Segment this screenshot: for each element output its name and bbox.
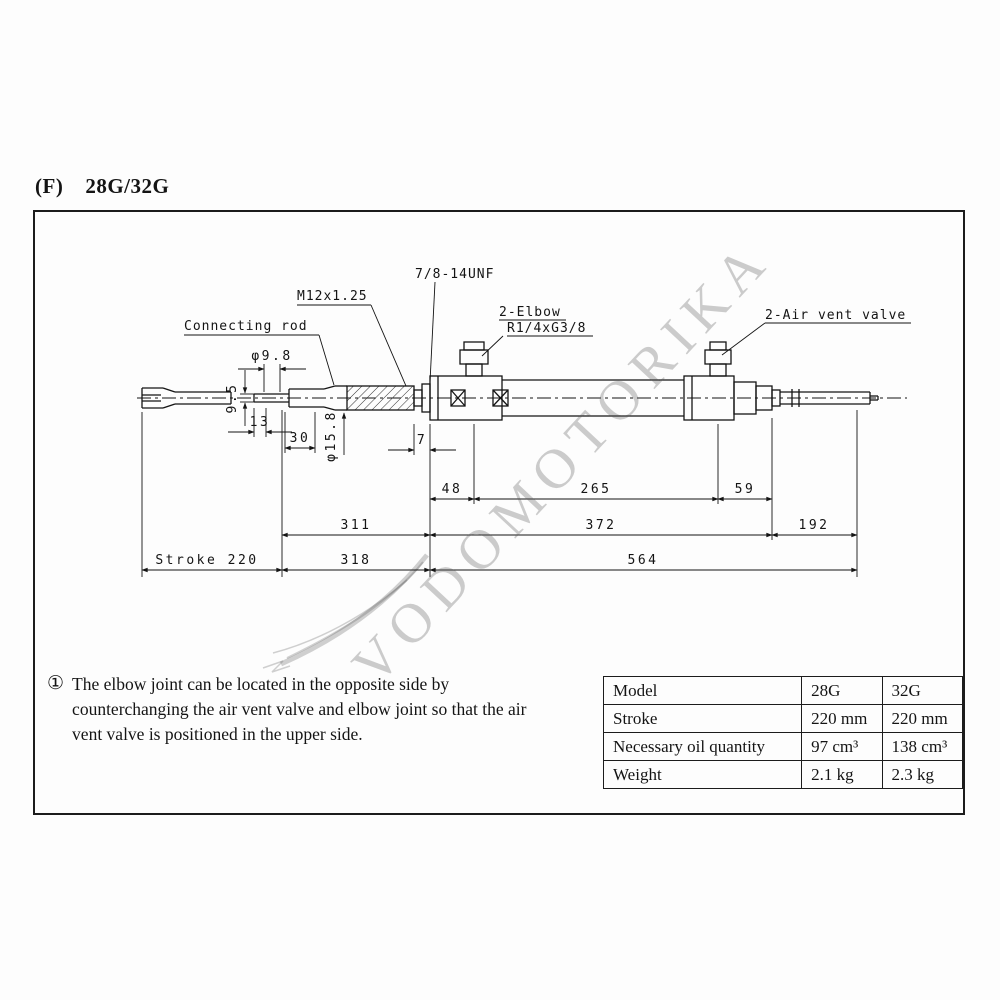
watermark-logo [262, 553, 429, 673]
label-m12: M12x1.25 [297, 289, 368, 304]
spec-label: Necessary oil quantity [602, 732, 803, 761]
note-text: The elbow joint can be located in the op… [72, 674, 527, 744]
page-title: (F) 28G/32G [35, 174, 169, 199]
spec-value-28g: 2.1 kg [801, 760, 883, 789]
dim-192: 192 [799, 518, 830, 533]
dim-30: 30 [290, 431, 311, 446]
connecting-rod [253, 385, 347, 411]
label-elbow-1: 2-Elbow [499, 305, 561, 320]
spec-value-28g: 97 cm³ [801, 732, 883, 761]
spec-value-28g: 28G [801, 676, 883, 705]
dim-265: 265 [581, 482, 612, 497]
technical-drawing: 7/8-14UNF M12x1.25 Connecting rod 2-Elbo… [137, 267, 911, 673]
dimension-row-3: Stroke 220 318 564 [141, 553, 858, 573]
piston-rod-right [780, 389, 879, 407]
dim-9-5: 9.5 [225, 383, 240, 414]
rod-end-left [141, 387, 232, 409]
dim-318: 318 [341, 553, 372, 568]
elbow-fitting [459, 341, 489, 377]
spec-label: Model [602, 676, 803, 705]
dim-564: 564 [628, 553, 659, 568]
threaded-section [346, 385, 415, 411]
small-dimensions: φ9.8 9.5 13 30 φ15.8 7 [225, 349, 456, 462]
label-elbow-2: R1/4xG3/8 [507, 321, 586, 336]
gland-nut [733, 381, 781, 415]
dim-stroke-220: Stroke 220 [155, 553, 258, 568]
spec-value-32g: 220 mm [881, 704, 964, 733]
dim-48: 48 [442, 482, 463, 497]
spec-row-oil-quantity: Necessary oil quantity 97 cm³ 138 cm³ [602, 732, 964, 761]
dim-7: 7 [417, 433, 427, 448]
dimension-row-1: 48 265 59 [429, 482, 773, 502]
cylinder-right-cap [683, 375, 735, 421]
spec-table: Model 28G 32G Stroke 220 mm 220 mm Neces… [602, 676, 964, 789]
spec-value-28g: 220 mm [801, 704, 883, 733]
figure-index: (F) [35, 174, 64, 198]
label-unf: 7/8-14UNF [415, 267, 494, 282]
dim-9-8: φ9.8 [251, 349, 292, 364]
label-air-vent: 2-Air vent valve [765, 308, 906, 323]
dimension-row-2: 311 372 192 [281, 518, 858, 538]
footnote: ① The elbow joint can be located in the … [47, 672, 587, 747]
drawing-frame: 7/8-14UNF M12x1.25 Connecting rod 2-Elbo… [33, 210, 965, 815]
spec-label: Stroke [602, 704, 803, 733]
spec-row-model: Model 28G 32G [602, 676, 964, 705]
note-number: ① [47, 673, 65, 694]
dim-13: 13 [250, 415, 271, 430]
dim-59: 59 [735, 482, 756, 497]
spec-value-32g: 2.3 kg [881, 760, 964, 789]
spec-value-32g: 138 cm³ [881, 732, 964, 761]
spec-label: Weight [602, 760, 803, 789]
label-connecting-rod: Connecting rod [184, 319, 308, 334]
cylinder-tube [502, 379, 684, 417]
spec-row-weight: Weight 2.1 kg 2.3 kg [602, 760, 964, 789]
dim-372: 372 [586, 518, 617, 533]
callout-labels: 7/8-14UNF M12x1.25 Connecting rod 2-Elbo… [184, 267, 911, 387]
spec-row-stroke: Stroke 220 mm 220 mm [602, 704, 964, 733]
model-name: 28G/32G [85, 174, 170, 198]
dim-15-8: φ15.8 [324, 410, 339, 462]
air-vent-valve [704, 341, 732, 377]
dim-311: 311 [341, 518, 372, 533]
spec-value-32g: 32G [881, 676, 964, 705]
